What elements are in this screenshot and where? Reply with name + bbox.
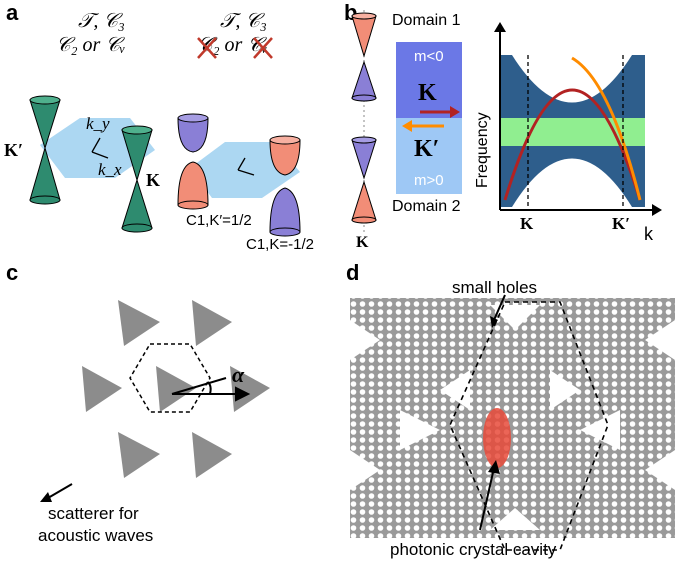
domain-2-region <box>396 118 462 194</box>
cavity-label: photonic crystal cavity <box>390 540 557 559</box>
dirac-cone-k-prime <box>29 95 61 205</box>
cone-stack <box>351 12 377 224</box>
alpha-label: α <box>232 362 245 387</box>
acoustic-scatterers <box>82 300 270 478</box>
panel-b: b <box>340 0 683 255</box>
kx-label: k_x <box>98 160 122 179</box>
large-triangular-holes <box>350 305 675 530</box>
supercell-outline <box>449 301 609 551</box>
k-axes-right <box>237 157 255 176</box>
arrow-k-label: K <box>418 80 437 106</box>
right-symmetry-line1: 𝒯, 𝒞₃ <box>220 10 267 32</box>
arrow-k-prime-label: K′ <box>414 136 440 162</box>
ky-label: k_y <box>86 114 110 133</box>
left-symmetry-line1: 𝒯, 𝒞₃ <box>78 10 125 32</box>
frequency-axis-label: Frequency <box>474 112 491 188</box>
interface-arrows <box>402 106 460 132</box>
cone-k-label: K <box>356 234 369 251</box>
edge-state-k <box>503 88 642 201</box>
photonic-crystal-slab <box>350 298 675 538</box>
cavity-pointer <box>479 467 495 531</box>
broken-symmetry-cross <box>197 37 273 59</box>
domain-1-region <box>396 42 462 118</box>
panel-c-graphic <box>40 300 270 502</box>
gapped-cone-k-prime <box>177 113 209 210</box>
scatterer-caption-line2: acoustic waves <box>38 526 154 545</box>
scatterer-pointer <box>47 483 73 499</box>
panel-a-graphic <box>29 37 301 237</box>
chern-k-label: C1,K=-1/2 <box>246 236 314 253</box>
panel-c: c α scatterer for acoustic waves <box>0 260 340 570</box>
k-prime-label: K′ <box>4 140 24 160</box>
domain-2-label: Domain 2 <box>392 198 461 215</box>
panel-a-label: a <box>6 0 19 25</box>
scatterer-caption-line1: scatterer for <box>48 504 139 523</box>
gapped-cone-k <box>269 135 301 237</box>
left-symmetry-line2: 𝒞₂ or 𝒞ᵥ <box>56 34 126 56</box>
k-axes <box>91 137 109 159</box>
domain-1-label: Domain 1 <box>392 12 461 29</box>
panel-b-graphic <box>351 10 662 232</box>
mass-negative-label: m<0 <box>414 48 444 65</box>
k-axis-label: k <box>644 224 653 244</box>
tick-k: K <box>520 214 534 233</box>
unit-cell-hexagon <box>129 343 211 413</box>
panel-d-graphic <box>350 294 675 551</box>
chern-k-prime-label: C1,K′=1/2 <box>186 212 252 229</box>
tick-k-prime: K′ <box>612 214 631 233</box>
panel-a: a 𝒯, 𝒞₃ 𝒞₂ or 𝒞ᵥ 𝒯, 𝒞₃ 𝒞₂ or 𝒞ᵥ <box>0 0 340 255</box>
panel-d: d small holes photonic crystal ca <box>340 260 683 570</box>
dirac-cone-k <box>121 125 153 233</box>
k-label: K <box>146 170 161 190</box>
small-holes-label: small holes <box>452 278 538 297</box>
rotation-angle-marker <box>171 377 251 402</box>
band-diagram <box>494 22 662 216</box>
cavity-region <box>483 408 511 468</box>
panel-c-label: c <box>6 260 19 285</box>
panel-d-label: d <box>346 260 360 285</box>
mass-positive-label: m>0 <box>414 172 444 189</box>
